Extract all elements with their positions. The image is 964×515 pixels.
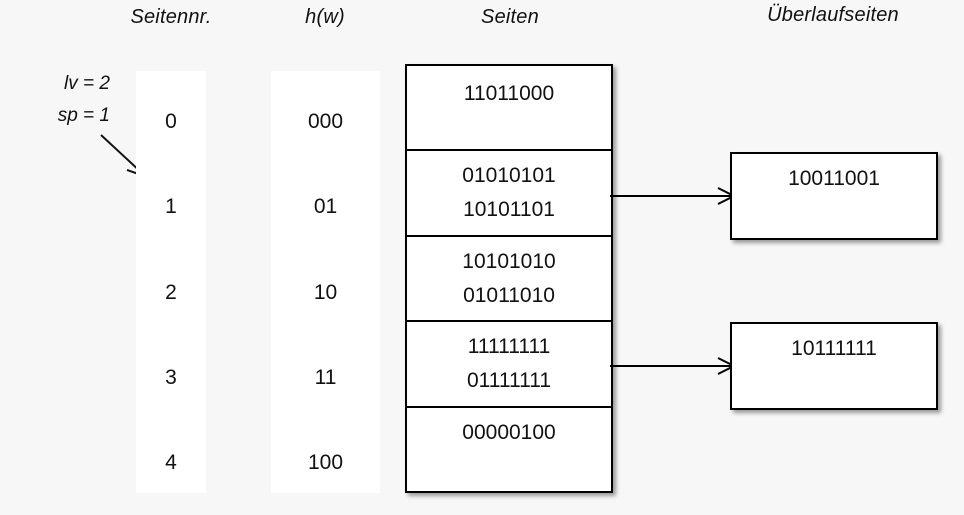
hash-value-cell: 01 — [313, 195, 338, 218]
page-row[interactable]: 00000100 — [407, 408, 611, 491]
hash-value-cell: 000 — [307, 110, 344, 133]
seitennr-cell: 2 — [165, 281, 177, 304]
hash-value-cell: 11 — [314, 366, 337, 389]
seiten-table: 11011000 01010101 10101101 10101010 0101… — [405, 64, 613, 493]
column-header-ueberlaufseiten: Überlaufseiten — [767, 4, 899, 26]
annotation-lv: lv = 2 — [64, 73, 110, 94]
page-row[interactable]: 11111111 01111111 — [407, 322, 611, 408]
page-record: 00000100 — [462, 421, 556, 444]
seitennr-cell: 4 — [165, 451, 177, 474]
column-header-hash-function: h(w) — [305, 6, 345, 28]
right-arrow-icon — [610, 187, 736, 205]
page-record: 10101101 — [463, 198, 555, 221]
column-seitennr: 0 1 2 3 4 — [136, 71, 206, 493]
seitennr-cell: 0 — [165, 110, 177, 133]
column-hash-values: 000 01 10 11 100 — [271, 71, 380, 493]
page-row[interactable]: 11011000 — [407, 66, 611, 151]
overflow-record: 10111111 — [791, 337, 877, 360]
page-row[interactable]: 01010101 10101101 — [407, 151, 611, 237]
seitennr-cell: 3 — [165, 366, 177, 389]
hash-value-cell: 10 — [313, 281, 338, 304]
page-record: 01010101 — [462, 164, 556, 187]
page-record: 01011010 — [463, 284, 555, 307]
overflow-page[interactable]: 10111111 — [730, 322, 938, 410]
right-arrow-icon — [610, 357, 736, 375]
column-header-seitennr: Seitennr. — [130, 6, 212, 28]
page-record: 01111111 — [466, 369, 552, 392]
page-row[interactable]: 10101010 01011010 — [407, 237, 611, 322]
page-record: 11011000 — [463, 82, 555, 105]
hash-value-cell: 100 — [307, 451, 344, 474]
page-record: 10101010 — [462, 250, 556, 273]
page-record: 11111111 — [467, 335, 551, 358]
seitennr-cell: 1 — [165, 195, 177, 218]
annotation-sp: sp = 1 — [57, 105, 110, 126]
overflow-record: 10011001 — [788, 167, 880, 190]
overflow-page[interactable]: 10011001 — [730, 152, 938, 240]
column-header-seiten: Seiten — [481, 6, 539, 28]
